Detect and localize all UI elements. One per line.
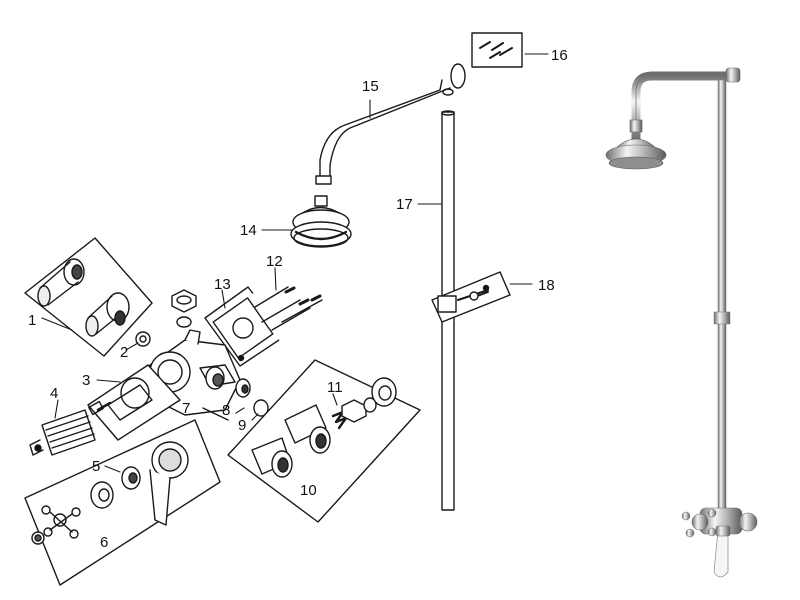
part-5-shroud — [90, 466, 141, 509]
part-3-box — [87, 364, 181, 441]
part-10-box — [227, 359, 421, 523]
leader-lines — [41, 53, 549, 473]
callout-13: 13 — [214, 276, 231, 293]
product-cross-handle — [681, 508, 717, 538]
part-16-screw-box — [471, 32, 523, 68]
part-10-elbow-upper — [284, 404, 331, 454]
callout-9: 9 — [238, 417, 246, 434]
part-8-fitting — [235, 378, 251, 398]
part-11-spring — [331, 377, 397, 430]
part-15-shower-arm — [315, 63, 466, 185]
part-6-lever-handle — [149, 441, 189, 526]
part-1-elbow-upper — [37, 258, 85, 307]
callout-17: 17 — [396, 196, 413, 213]
callout-15: 15 — [362, 78, 379, 95]
assembled-shower-product — [605, 67, 758, 578]
callout-6: 6 — [100, 534, 108, 551]
callout-18: 18 — [538, 277, 555, 294]
callout-10: 10 — [300, 482, 317, 499]
product-lever-handle — [713, 525, 731, 578]
part-1-box — [24, 237, 153, 357]
part-4-cartridge — [29, 409, 96, 456]
part-10-elbow-lower — [251, 437, 293, 478]
callout-12: 12 — [266, 253, 283, 270]
callout-5: 5 — [92, 458, 100, 475]
callout-4: 4 — [50, 385, 58, 402]
part-18-bracket — [431, 271, 511, 323]
callout-14: 14 — [240, 222, 257, 239]
top-nut — [171, 289, 197, 328]
callout-2: 2 — [120, 344, 128, 361]
callout-11: 11 — [327, 379, 343, 396]
part-14-shower-head — [290, 195, 352, 248]
part-6-cross-handle — [31, 505, 81, 545]
part-2-washer — [135, 331, 151, 347]
callout-16: 16 — [551, 47, 568, 64]
part-1-elbow-lower — [85, 292, 130, 337]
part-6-box — [24, 419, 221, 586]
part-12-screws — [249, 267, 331, 341]
part-7-leader — [202, 407, 229, 421]
callout-1: 1 — [28, 312, 36, 329]
callout-7: 7 — [182, 400, 190, 417]
callout-labels: 1 2 3 4 5 6 7 8 9 10 11 12 13 14 15 16 1… — [28, 47, 568, 551]
callout-8: 8 — [222, 402, 230, 419]
part-9-cap — [253, 399, 269, 417]
callout-3: 3 — [82, 372, 90, 389]
